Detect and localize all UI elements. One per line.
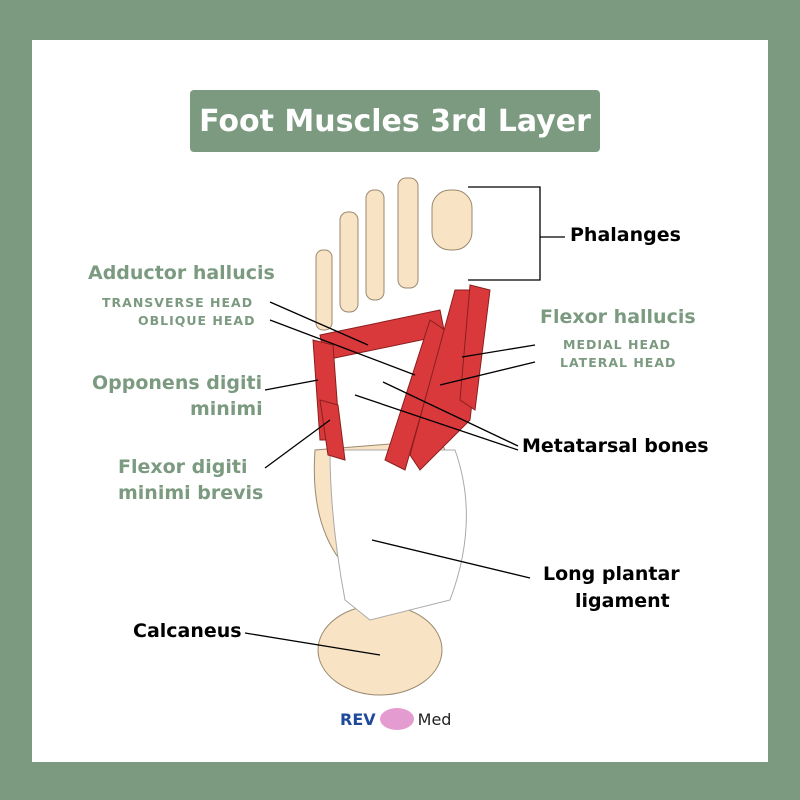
- adductor-oblique-head: [384, 319, 446, 471]
- label-transverse-head: TRANSVERSE HEAD: [102, 295, 254, 310]
- label-flexor-hallucis: Flexor hallucis: [540, 306, 696, 328]
- flexor-digiti-minimi: [319, 399, 346, 461]
- label-metatarsal-bones: Metatarsal bones: [522, 435, 709, 457]
- label-lateral-head: LATERAL HEAD: [560, 355, 677, 370]
- label-opponens-2: minimi: [190, 398, 263, 420]
- label-adductor-hallucis: Adductor hallucis: [88, 262, 275, 284]
- label-long-plantar-1: Long plantar: [543, 563, 680, 585]
- toe-2: [397, 177, 419, 289]
- long-plantar-ligament: [329, 449, 467, 621]
- label-flexor-digiti-2: minimi brevis: [118, 482, 264, 504]
- label-flexor-digiti-1: Flexor digiti: [118, 456, 248, 478]
- toe-3: [365, 189, 385, 301]
- label-long-plantar-2: ligament: [575, 590, 670, 612]
- label-calcaneus: Calcaneus: [133, 620, 242, 642]
- toe-5: [315, 249, 333, 331]
- logo-rev: REV: [340, 709, 376, 729]
- label-phalanges: Phalanges: [570, 224, 681, 246]
- toe-4: [339, 211, 359, 313]
- toe-1: [431, 189, 473, 251]
- revmed-logo: REV Med: [340, 708, 451, 730]
- label-oblique-head: OBLIQUE HEAD: [138, 313, 256, 328]
- brain-icon: [379, 708, 414, 730]
- page-title: Foot Muscles 3rd Layer: [190, 90, 600, 152]
- label-opponens-1: Opponens digiti: [92, 372, 263, 394]
- label-medial-head: MEDIAL HEAD: [563, 337, 672, 352]
- logo-med: Med: [417, 709, 452, 729]
- calcaneus-bone: [317, 604, 443, 696]
